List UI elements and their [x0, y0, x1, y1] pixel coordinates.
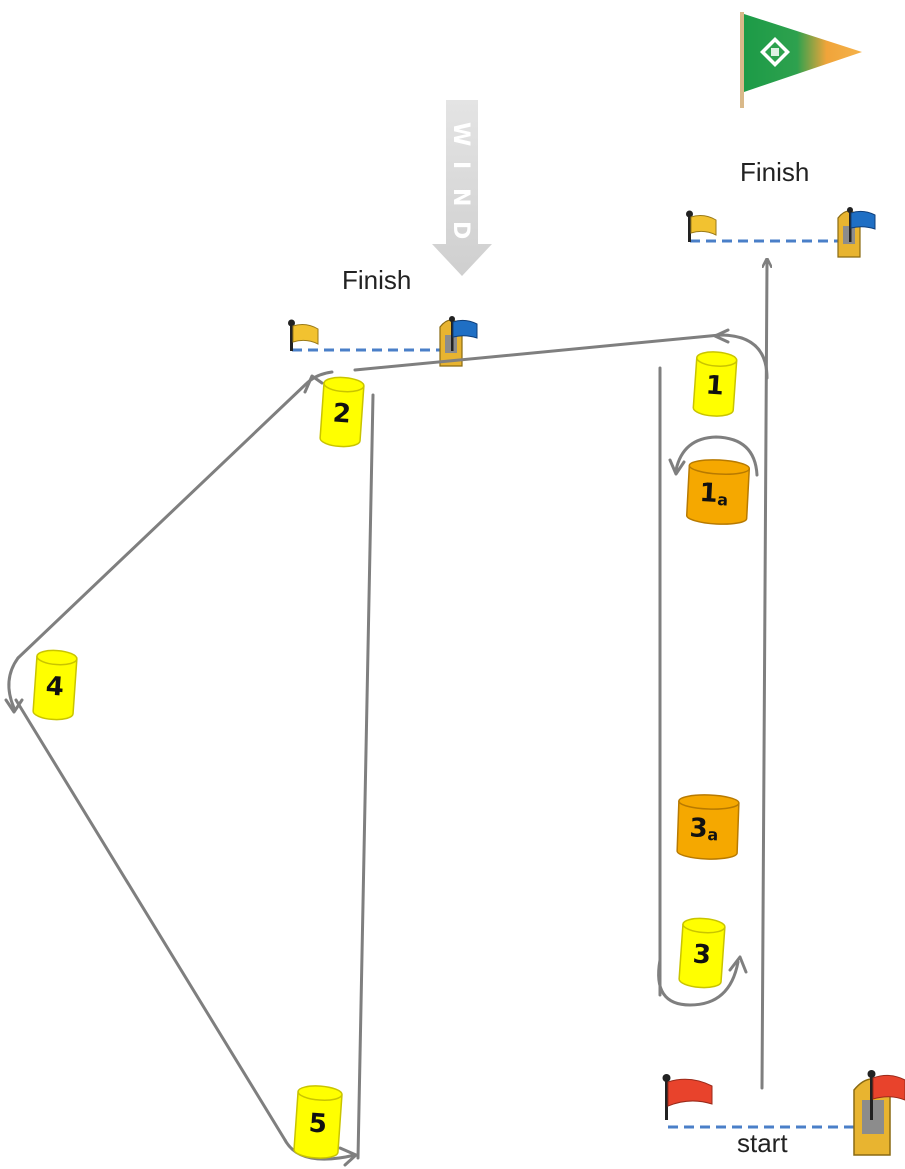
mark-number: 4 [45, 671, 65, 702]
mark-1: 1 [692, 351, 738, 417]
mark-number: 3 [689, 813, 708, 844]
start-label: start [737, 1128, 788, 1158]
course-leg-mark1-to-2 [353, 333, 769, 380]
course-rounding-1a [674, 435, 759, 477]
wind-label-d: D [448, 221, 473, 239]
club-pennant-icon [740, 12, 862, 108]
mark-number: 2 [332, 398, 352, 429]
mark-number: 1 [699, 478, 719, 509]
course-path [4, 262, 769, 1167]
wind-label-w: W [448, 122, 473, 146]
mark-label: 2 [332, 398, 352, 429]
finish-line-left [288, 316, 478, 367]
mark-label: 5 [308, 1108, 328, 1139]
finish-label-left: Finish [342, 265, 411, 295]
committee-boat-icon [439, 316, 478, 367]
start-line [662, 1070, 905, 1156]
course-rounding-4 [7, 656, 20, 710]
wind-arrow-icon: W I N D [432, 100, 492, 276]
course-leg-5-to-2 [356, 393, 375, 1160]
mark-number: 3 [692, 939, 712, 970]
finish-label-right: Finish [740, 157, 809, 187]
mark-3: 3 [678, 917, 726, 989]
course-leg-2-to-4 [16, 370, 334, 660]
course-rounding-3 [657, 958, 740, 1007]
finish-flag-icon [288, 319, 319, 351]
mark-4: 4 [32, 649, 78, 721]
mark-subscript: a [717, 490, 729, 510]
wind-label-i: I [448, 161, 473, 169]
mark-2: 2 [319, 376, 365, 448]
mark-subscript: a [707, 825, 718, 844]
committee-boat-icon [853, 1070, 905, 1156]
mark-number: 1 [705, 370, 725, 401]
mark-3a: 3a [676, 794, 740, 860]
course-leg-finish-right [760, 262, 767, 1090]
mark-1a: 1a [685, 459, 751, 525]
course-leg-4-to-5 [14, 698, 287, 1142]
wind-label-n: N [448, 188, 473, 206]
finish-flag-icon [686, 210, 717, 242]
mark-5: 5 [293, 1085, 343, 1159]
mark-label: 1 [705, 370, 725, 401]
mark-label: 3a [689, 813, 719, 844]
mark-label: 3 [692, 939, 712, 970]
start-flag-icon [662, 1074, 713, 1120]
mark-label: 4 [45, 671, 65, 702]
mark-label: 1a [699, 478, 729, 509]
mark-number: 5 [308, 1108, 328, 1139]
finish-line-right [686, 207, 876, 258]
committee-boat-icon [837, 207, 876, 258]
